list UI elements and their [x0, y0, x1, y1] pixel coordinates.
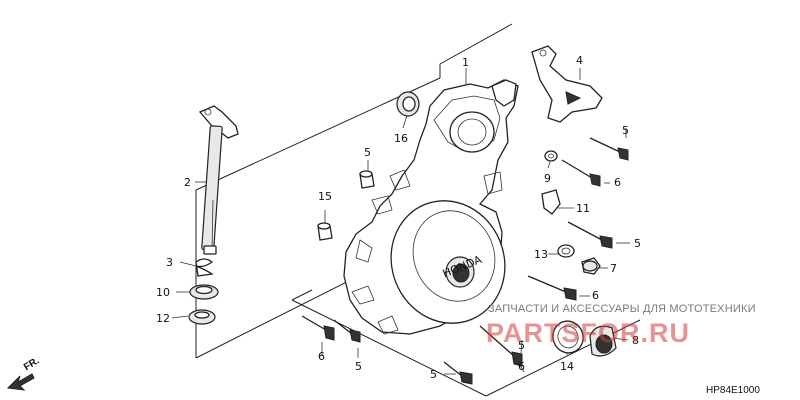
callout-1: 1: [462, 56, 469, 69]
callout-10: 10: [156, 286, 170, 299]
plugs-and-orings: [552, 257, 617, 357]
callout-5d: 5: [518, 339, 525, 352]
watermark-logo: PARTSFOR.RU: [486, 318, 690, 348]
small-parts-right: [541, 150, 575, 258]
callout-5a: 5: [364, 146, 371, 159]
callout-labels: 1 2 3 4 5 5 5 5 5 5 6 6 6 6 7 8 9 10 11 …: [156, 54, 641, 381]
callout-2: 2: [184, 176, 191, 189]
small-parts-left: [188, 258, 219, 325]
callout-15a: 15: [318, 190, 332, 203]
watermark-text: ЗАПЧАСТИ И АКСЕССУАРЫ ДЛЯ МОТОТЕХНИКИ: [488, 303, 756, 315]
callout-9: 9: [544, 172, 551, 185]
callout-6a: 6: [614, 176, 621, 189]
callout-5b: 5: [622, 124, 629, 137]
callout-5f: 5: [430, 368, 437, 381]
front-arrow-icon: [6, 373, 35, 391]
bracket-part: [531, 45, 603, 123]
callout-3: 3: [166, 256, 173, 269]
callout-14: 14: [560, 360, 574, 373]
bolts: [301, 137, 629, 385]
callout-13: 13: [534, 248, 548, 261]
dowel-pins: [317, 170, 375, 241]
callout-5c: 5: [634, 237, 641, 250]
callout-7: 7: [610, 262, 617, 275]
crankcase-cover-part: HONDA: [343, 79, 519, 335]
callout-12: 12: [156, 312, 170, 325]
callout-6b: 6: [592, 289, 599, 302]
drawing-code: HP84E1000: [706, 385, 760, 396]
callout-8: 8: [632, 334, 639, 347]
callout-6d: 6: [318, 350, 325, 363]
callout-16: 16: [394, 132, 408, 145]
oil-seal-part: [396, 91, 420, 117]
callout-5e: 5: [355, 360, 362, 373]
callout-11: 11: [576, 202, 590, 215]
shift-shaft-part: [198, 105, 239, 255]
callout-6c: 6: [518, 360, 525, 373]
callout-4: 4: [576, 54, 583, 67]
